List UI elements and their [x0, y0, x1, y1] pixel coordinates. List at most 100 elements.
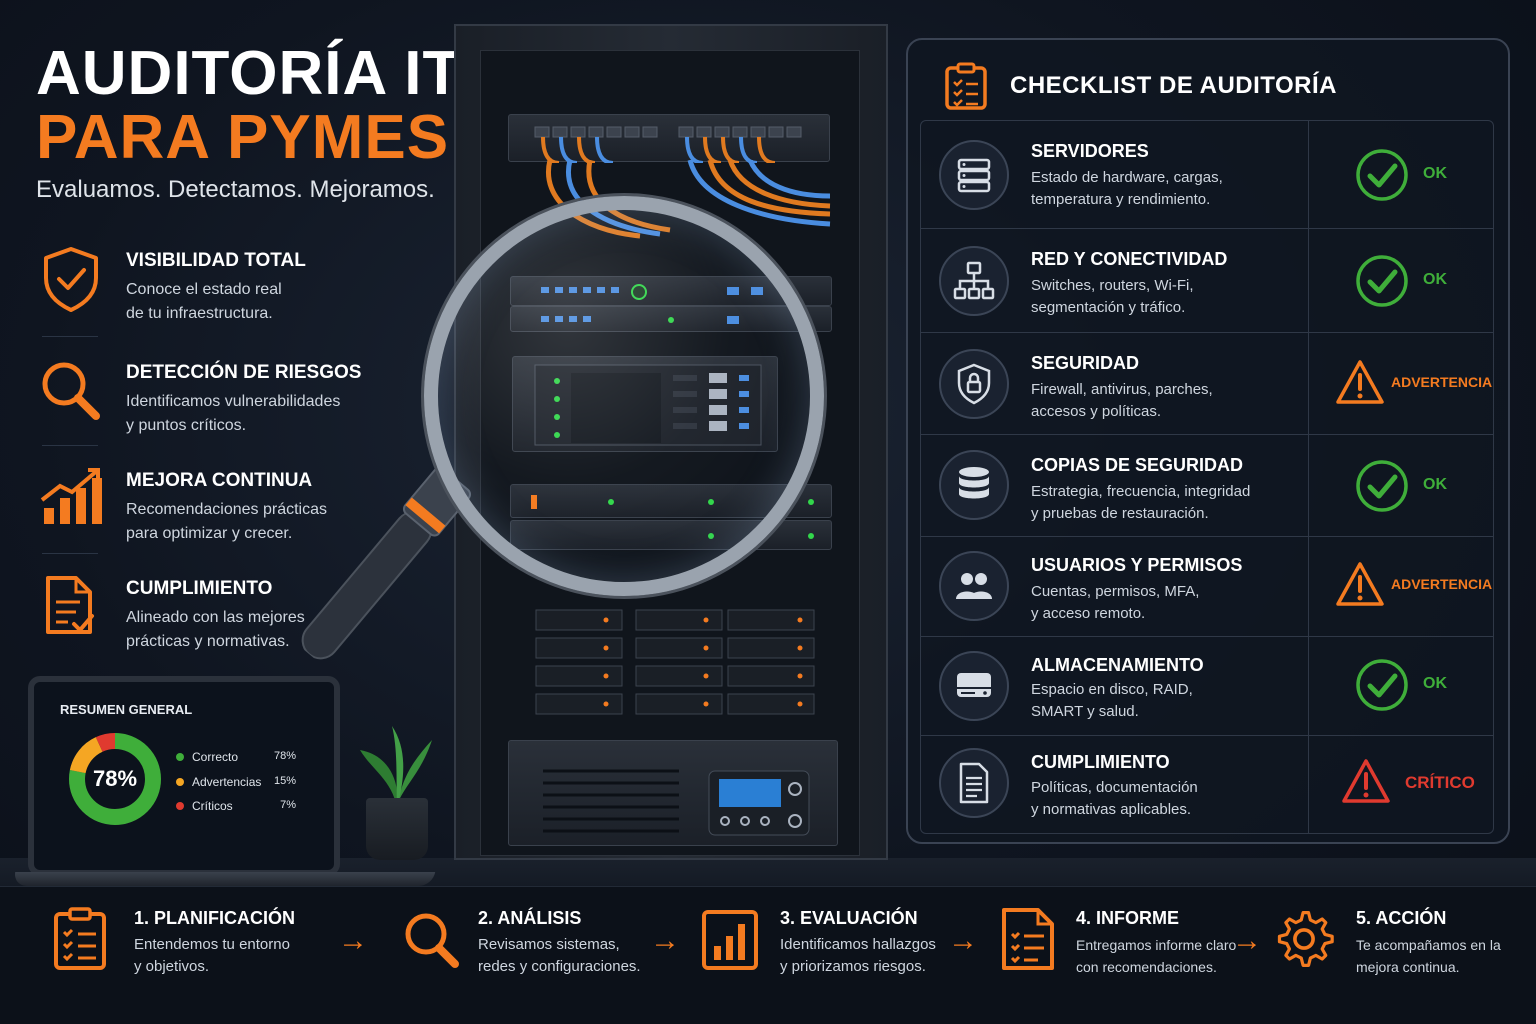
status-badge: OK	[1423, 476, 1447, 493]
checklist-item-description: Estado de hardware, cargas,temperatura y…	[1031, 169, 1223, 208]
divider	[42, 445, 98, 446]
arrow-right-icon: →	[948, 924, 978, 957]
status-badge: ADVERTENCIA	[1391, 576, 1493, 592]
status-badge: CRÍTICO	[1405, 773, 1475, 792]
step-title: 4. INFORME	[1076, 908, 1180, 928]
step-description: Revisamos sistemas,redes y configuracion…	[478, 936, 641, 975]
check-circle-icon	[1356, 149, 1408, 201]
checklist-item-title: COPIAS DE SEGURIDAD	[1031, 455, 1244, 475]
check-circle-icon	[1356, 659, 1408, 711]
feature-title: MEJORA CONTINUA	[126, 470, 313, 491]
feature-continuous-improvement: MEJORA CONTINUA Recomendaciones práctica…	[36, 464, 366, 564]
checklist-row-storage: ALMACENAMIENTO Espacio en disco, RAID,SM…	[921, 637, 1493, 736]
status-badge: OK	[1423, 675, 1447, 692]
checklist-row-users: USUARIOS Y PERMISOS Cuentas, permisos, M…	[921, 537, 1493, 637]
report-icon	[1002, 908, 1054, 970]
warning-triangle-icon	[1336, 360, 1384, 404]
database-icon	[939, 450, 1009, 520]
checklist-item-title: ALMACENAMIENTO	[1031, 655, 1204, 675]
hero-tagline: Evaluamos. Detectamos. Mejoramos.	[36, 176, 435, 203]
network-icon	[939, 246, 1009, 316]
checklist-title: CHECKLIST DE AUDITORÍA	[1010, 72, 1338, 99]
checklist-item-description: Switches, routers, Wi-Fi,segmentación y …	[1031, 277, 1194, 316]
server-icon	[939, 140, 1009, 210]
growth-chart-icon	[40, 468, 102, 524]
plant-icon	[360, 726, 432, 808]
laptop-base	[12, 872, 436, 886]
checklist-item-description: Firewall, antivirus, parches,accesos y p…	[1031, 381, 1213, 420]
feature-title: VISIBILIDAD TOTAL	[126, 250, 306, 271]
summary-donut-center: 78%	[92, 766, 138, 791]
feature-title: CUMPLIMIENTO	[126, 578, 273, 599]
feature-risk-detection: DETECCIÓN DE RIESGOS Identificamos vulne…	[36, 356, 366, 456]
donut-slice-2	[69, 733, 161, 825]
summary-title: RESUMEN GENERAL	[60, 702, 193, 717]
checklist-row-network: RED Y CONECTIVIDAD Switches, routers, Wi…	[921, 229, 1493, 333]
divider	[42, 336, 98, 337]
check-circle-icon	[1356, 460, 1408, 512]
process-steps-bar	[0, 886, 1536, 1024]
legend-dot	[176, 753, 184, 761]
status-badge: ADVERTENCIA	[1391, 374, 1493, 390]
users-icon	[939, 551, 1009, 621]
step-title: 3. EVALUACIÓN	[780, 908, 918, 928]
checklist-item-title: RED Y CONECTIVIDAD	[1031, 249, 1228, 269]
legend-dot	[176, 802, 184, 810]
shield-check-icon	[44, 247, 98, 312]
legend-dot	[176, 778, 184, 786]
warning-triangle-icon	[1336, 562, 1384, 606]
divider	[42, 553, 98, 554]
checklist-item-title: CUMPLIMIENTO	[1031, 752, 1170, 772]
checklist-item-title: SEGURIDAD	[1031, 353, 1140, 373]
magnifier-lens	[424, 196, 824, 596]
feature-title: DETECCIÓN DE RIESGOS	[126, 362, 362, 383]
checklist-row-security: SEGURIDAD Firewall, antivirus, parches,a…	[921, 333, 1493, 435]
arrow-right-icon: →	[1232, 924, 1262, 957]
checklist-table	[920, 120, 1494, 834]
checklist-item-title: USUARIOS Y PERMISOS	[1031, 555, 1243, 575]
hero-title-line2: PARA PYMES	[36, 103, 450, 172]
status-badge: OK	[1423, 165, 1447, 182]
critical-triangle-icon	[1342, 759, 1390, 803]
check-circle-icon	[1356, 255, 1408, 307]
arrow-right-icon: →	[650, 924, 680, 957]
storage-array	[514, 606, 824, 720]
magnifier-icon	[42, 362, 100, 420]
bar-chart-icon	[702, 910, 758, 970]
step-title: 2. ANÁLISIS	[478, 908, 582, 928]
hero-title-line1: AUDITORÍA IT	[36, 39, 462, 108]
checklist-row-backups: COPIAS DE SEGURIDAD Estrategia, frecuenc…	[921, 435, 1493, 537]
plant-pot	[366, 798, 428, 860]
checklist-item-description: Espacio en disco, RAID,SMART y salud.	[1031, 681, 1193, 720]
shield-lock-icon	[939, 349, 1009, 419]
checklist-item-description: Cuentas, permisos, MFA,y acceso remoto.	[1031, 583, 1200, 622]
step-title: 5. ACCIÓN	[1356, 908, 1447, 928]
magnifier-icon	[405, 913, 459, 968]
document-icon	[939, 748, 1009, 818]
status-column-divider	[1308, 121, 1309, 833]
ups-unit	[508, 740, 838, 846]
clipboard-icon	[54, 907, 106, 970]
checklist-item-title: SERVIDORES	[1031, 141, 1149, 161]
gear-icon	[1277, 911, 1334, 967]
step-title: 1. PLANIFICACIÓN	[134, 908, 296, 928]
document-check-icon	[46, 576, 94, 634]
arrow-right-icon: →	[338, 924, 368, 957]
checklist-row-servers: SERVIDORES Estado de hardware, cargas,te…	[921, 121, 1493, 229]
